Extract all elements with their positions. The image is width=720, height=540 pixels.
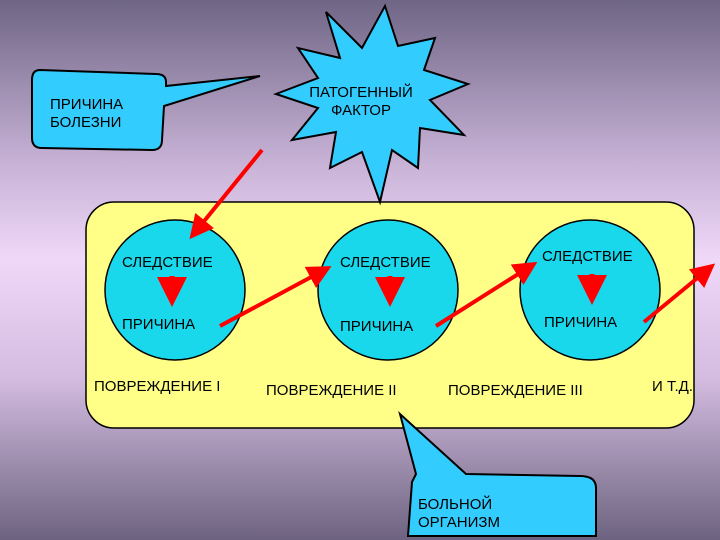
- pathogenic-factor-line-1: ПАТОГЕННЫЙ: [309, 84, 413, 101]
- circle-1-consequence-label: СЛЕДСТВИЕ: [122, 254, 213, 271]
- chain-circle-1: [104, 219, 246, 361]
- circle-2-consequence-label: СЛЕДСТВИЕ: [340, 254, 431, 271]
- damage-label-3: ПОВРЕЖДЕНИЕ III: [448, 382, 583, 399]
- circle-1-cause-label: ПРИЧИНА: [122, 316, 196, 333]
- circle-3-consequence-label: СЛЕДСТВИЕ: [542, 248, 633, 265]
- etc-label: И Т.Д.: [652, 378, 693, 395]
- cause-callout-line-1: ПРИЧИНА: [50, 96, 124, 113]
- organism-callout-line-1: БОЛЬНОЙ: [418, 496, 493, 513]
- factor-to-circle-1-arrow: [189, 148, 264, 240]
- organism-callout-line-2: ОРГАНИЗМ: [418, 514, 500, 531]
- pathogenic-factor-line-2: ФАКТОР: [331, 102, 391, 119]
- damage-label-2: ПОВРЕЖДЕНИЕ II: [266, 382, 397, 399]
- damage-label-1: ПОВРЕЖДЕНИЕ I: [94, 378, 221, 395]
- cause-callout-bubble: [31, 68, 261, 152]
- circle-2-to-circle-3-arrow: [434, 261, 538, 328]
- circle-2-cause-label: ПРИЧИНА: [340, 318, 414, 335]
- circle-1-to-circle-2-arrow: [219, 266, 332, 328]
- circle-3-onward-arrow: [642, 263, 716, 324]
- pathogenic-factor-starburst: [273, 3, 471, 206]
- cause-callout-line-2: БОЛЕЗНИ: [50, 114, 122, 131]
- circle-3-cause-label: ПРИЧИНА: [544, 314, 618, 331]
- organism-callout-bubble: [398, 410, 597, 537]
